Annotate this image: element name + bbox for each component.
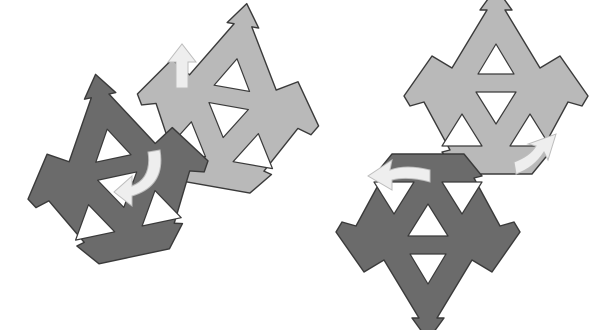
light-piece bbox=[404, 0, 588, 174]
right-assembly bbox=[336, 0, 588, 330]
left-assembly bbox=[6, 0, 338, 275]
